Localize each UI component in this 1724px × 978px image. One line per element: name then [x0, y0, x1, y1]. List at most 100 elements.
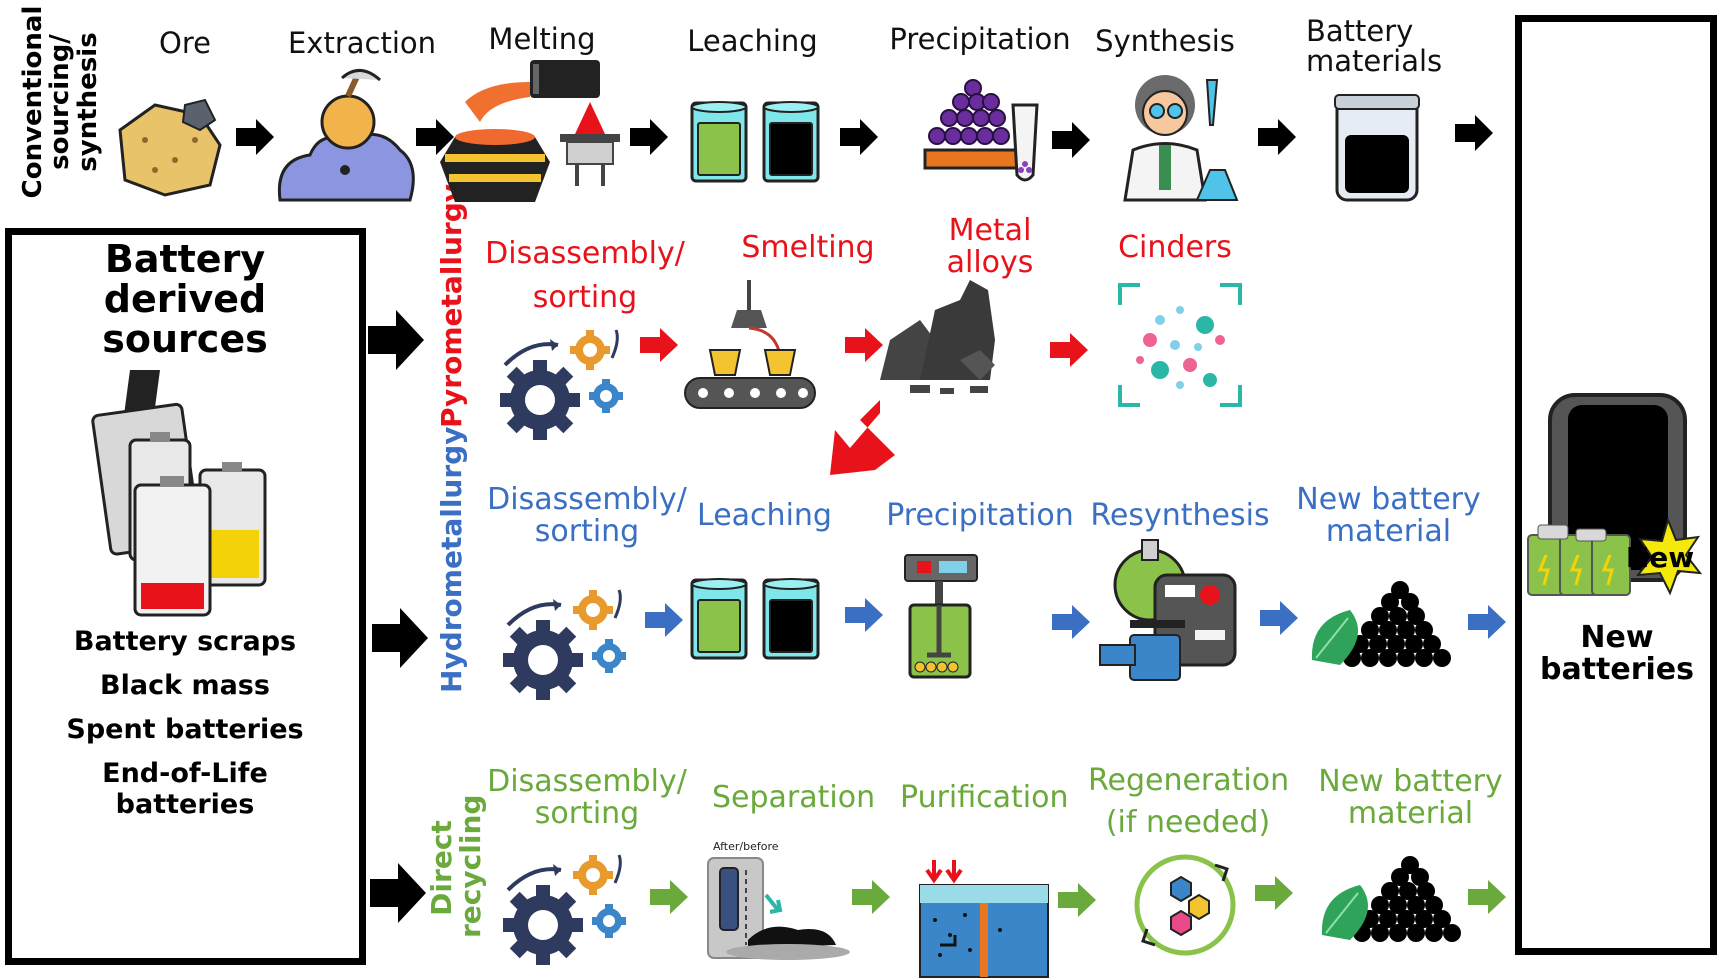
- purification-tank-icon: [919, 860, 1049, 978]
- pyro-disassembly-line1: Disassembly/: [485, 236, 685, 271]
- sources-list: Battery scraps Black mass Spent batterie…: [10, 626, 360, 820]
- step-direct-disassembly: Disassembly/ sorting: [487, 766, 687, 829]
- pyro-gears-icon: [498, 328, 625, 442]
- step-leaching-conv: Leaching: [687, 24, 818, 58]
- hydro-disassembly-line1: Disassembly/: [487, 482, 687, 517]
- alloy-icon: [880, 280, 995, 394]
- new-battery-pack-icon: [1527, 393, 1703, 596]
- step-battery-materials: Battery materials: [1306, 16, 1456, 77]
- new-badge-text: New: [1625, 541, 1695, 574]
- pyro-arrow-1: [640, 328, 678, 362]
- sources-title: Battery derived sources: [10, 237, 360, 361]
- step-extraction: Extraction: [287, 26, 437, 60]
- scientist-icon: [1123, 75, 1239, 202]
- step-hydro-new-material: New battery material: [1296, 484, 1481, 547]
- direct-black-mass-pile-icon: [1320, 855, 1462, 943]
- separation-caption: After/before: [713, 840, 779, 853]
- melting-icon: [440, 60, 620, 202]
- source-item-spent-batteries: Spent batteries: [66, 714, 304, 746]
- cinders-icon: [1118, 283, 1242, 407]
- battery-materials-line1: Battery: [1306, 14, 1414, 48]
- conv-arrow-3: [630, 119, 668, 155]
- step-direct-new-material: New battery material: [1318, 766, 1503, 829]
- source-item-battery-scraps: Battery scraps: [73, 626, 297, 657]
- hydro-beaker-icon: [690, 577, 820, 660]
- step-regeneration: Regeneration (if needed): [1088, 760, 1290, 844]
- ore-icon: [118, 98, 222, 197]
- hydro-gears-icon: [501, 588, 628, 702]
- hydro-arrow-4: [1260, 601, 1298, 635]
- direct-arrow-1: [650, 880, 688, 914]
- source-item-end-of-life-line2: batteries: [115, 789, 255, 821]
- sources-title-line1: Battery: [104, 237, 266, 281]
- precipitation-icon: [923, 79, 1039, 182]
- sources-title-line3: sources: [102, 316, 268, 361]
- beaker-icon: [690, 100, 820, 183]
- regeneration-icon: [1134, 854, 1236, 956]
- battery-sources-box: [5, 228, 366, 965]
- conv-arrow-7: [1455, 115, 1493, 151]
- battery-materials-line2: materials: [1306, 44, 1443, 79]
- sources-title-line2: derived: [103, 276, 267, 321]
- hydro-new-material-line1: New battery: [1296, 482, 1481, 517]
- hydro-arrow-1: [645, 603, 683, 637]
- direct-arrow-3: [1058, 883, 1096, 917]
- big-arrow-pyro: [368, 310, 424, 370]
- conv-arrow-4: [840, 119, 878, 155]
- source-item-end-of-life: End-of-Life: [102, 758, 268, 790]
- step-hydro-leaching: Leaching: [697, 498, 832, 533]
- direct-new-material-line2: material: [1347, 795, 1474, 831]
- direct-disassembly-line2: sorting: [534, 795, 640, 831]
- big-arrow-hydro: [372, 608, 428, 668]
- hydro-new-material-line2: material: [1325, 513, 1452, 549]
- step-resynthesis: Resynthesis: [1090, 498, 1270, 533]
- conveyor-icon: [684, 280, 816, 409]
- new-batteries-title: New batteries: [1522, 622, 1712, 685]
- step-smelting: Smelting: [741, 230, 875, 265]
- metal-alloys-line2: alloys: [946, 244, 1034, 280]
- step-melting: Melting: [488, 22, 596, 56]
- step-separation: Separation: [712, 780, 876, 815]
- jar-icon: [1334, 94, 1420, 202]
- metal-alloys-line1: Metal: [948, 213, 1032, 248]
- new-batteries-box: [1515, 15, 1717, 955]
- direct-gears-icon: [501, 853, 628, 967]
- step-synthesis: Synthesis: [1095, 24, 1235, 58]
- separation-icon: After/before: [707, 840, 850, 960]
- new-batteries-line1: New: [1580, 620, 1654, 655]
- extraction-icon: [277, 68, 415, 202]
- regeneration-line1: Regeneration: [1088, 763, 1290, 798]
- hydro-arrow-3: [1052, 605, 1090, 639]
- step-cinders: Cinders: [1118, 230, 1232, 265]
- pyro-arrow-2: [845, 328, 883, 362]
- step-hydro-precipitation: Precipitation: [886, 498, 1074, 533]
- direct-new-material-line1: New battery: [1318, 764, 1503, 799]
- conv-arrow-6: [1258, 119, 1296, 155]
- direct-disassembly-line1: Disassembly/: [487, 764, 687, 799]
- new-star-badge: [1635, 516, 1703, 596]
- hydro-arrow-2: [845, 598, 883, 632]
- step-ore: Ore: [159, 26, 211, 60]
- hydro-arrow-5: [1468, 605, 1506, 639]
- source-item-black-mass: Black mass: [100, 670, 270, 702]
- step-precipitation-conv: Precipitation: [889, 22, 1071, 56]
- hydro-black-mass-pile-icon: [1310, 580, 1452, 668]
- hydro-disassembly-line2: sorting: [534, 513, 640, 549]
- big-arrow-direct: [370, 863, 426, 923]
- batteries-icon: [91, 370, 267, 617]
- lab-equipment-icon: [1099, 539, 1237, 681]
- direct-arrow-5: [1468, 880, 1506, 914]
- conv-arrow-5: [1052, 122, 1090, 158]
- pyro-disassembly-line2: sorting: [532, 279, 638, 315]
- new-batteries-line2: batteries: [1539, 651, 1695, 687]
- step-metal-alloys: Metal alloys: [930, 215, 1050, 278]
- regeneration-line2: (if needed): [1105, 805, 1271, 840]
- direct-arrow-4: [1255, 876, 1293, 910]
- direct-arrow-2: [852, 880, 890, 914]
- conv-arrow-1: [236, 119, 274, 155]
- pyro-to-hydro-arrow: [830, 400, 895, 475]
- step-hydro-disassembly: Disassembly/ sorting: [487, 484, 687, 547]
- step-pyro-disassembly: Disassembly/ sorting: [485, 232, 685, 319]
- reactor-icon: [904, 554, 978, 679]
